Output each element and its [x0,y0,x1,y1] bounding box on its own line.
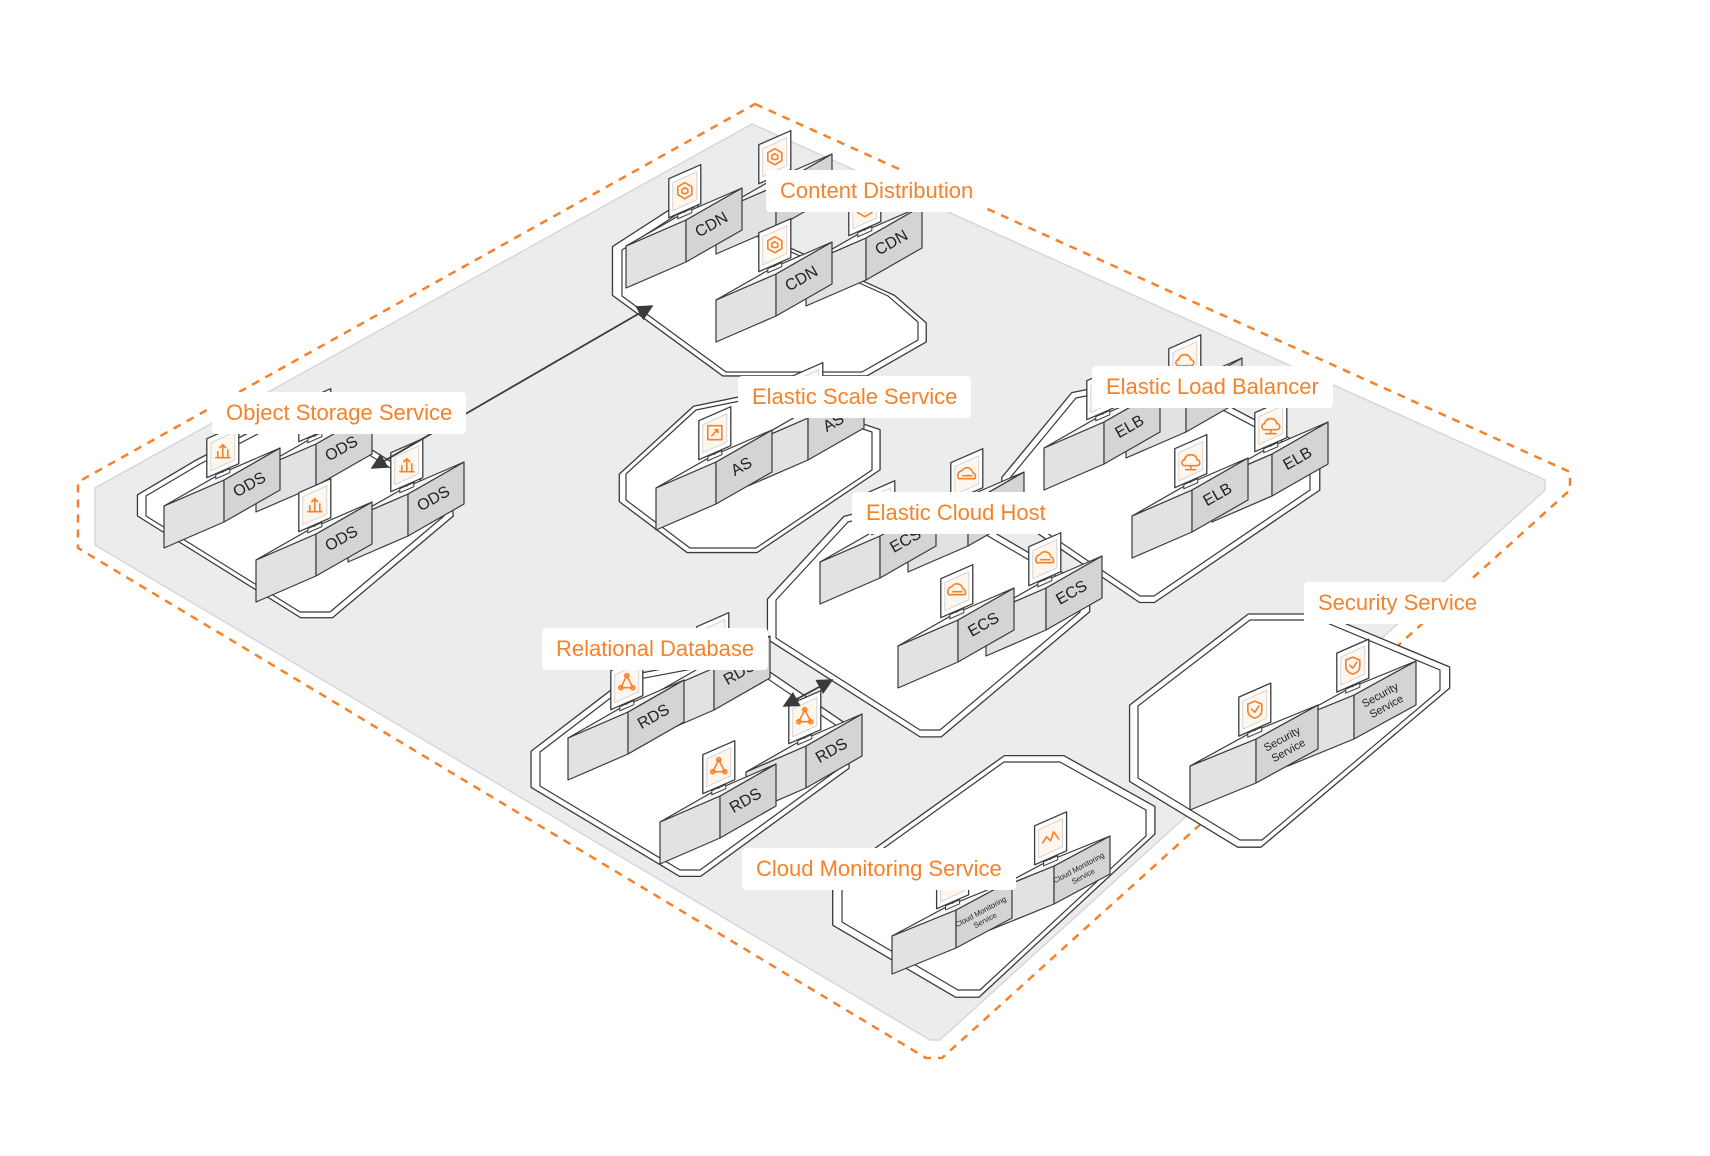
storage-chart-icon [215,443,231,459]
monitoring-graph-icon [1041,831,1060,844]
monitor-screen [298,478,332,534]
load-balancer-icon [1261,417,1281,435]
cdn-icon [767,235,783,254]
server-box[interactable]: ODS [163,424,281,549]
group-title-content-distribution: Content Distribution [766,170,988,212]
monitor-screen [1033,811,1068,867]
server-box[interactable]: CDN [715,218,833,343]
monitor-screen [940,564,974,620]
cdn-icon [677,181,693,200]
monitor-screen [1238,682,1272,738]
storage-chart-icon [307,497,323,513]
server-box[interactable]: ELB [1131,434,1249,559]
monitor-screen [702,740,736,796]
cloud-icon [956,467,977,480]
server-box[interactable]: CDN [625,164,743,289]
monitor-screen [758,218,792,274]
monitor-screen [1336,638,1370,694]
group-title-security-service: Security Service [1304,582,1491,624]
server-box[interactable]: ODS [255,478,373,603]
monitor-screen [698,406,732,462]
group-title-elastic-scale: Elastic Scale Service [738,376,972,418]
server-box[interactable]: AS [655,406,773,531]
cdn-icon [767,147,783,166]
monitor-screen [1254,398,1288,454]
monitor-screen [668,164,702,220]
shield-icon [1247,700,1263,719]
group-title-elastic-cloud-host: Elastic Cloud Host [852,492,1060,534]
server-box[interactable]: RDS [567,656,685,781]
database-network-icon [617,672,636,691]
group-title-elastic-load-balancer: Elastic Load Balancer [1092,366,1333,408]
group-title-object-storage: Object Storage Service [212,392,467,434]
monitor-screen [1028,532,1062,588]
server-box[interactable]: RDS [659,740,777,865]
group-title-relational-database: Relational Database [542,628,769,670]
database-network-icon [795,706,814,725]
cloud-icon [1034,551,1055,564]
cloud-icon [946,583,967,596]
server-box[interactable]: ECS [897,564,1015,689]
scale-arrows-icon [707,424,723,441]
group-title-cloud-monitoring: Cloud Monitoring Service [742,848,1016,890]
monitor-screen [206,424,240,480]
connection-arrow [782,679,834,707]
server-box[interactable]: ECS [985,532,1103,657]
database-network-icon [709,756,728,775]
connection-arrow [370,305,654,469]
shield-icon [1345,656,1361,675]
load-balancer-icon [1181,453,1201,471]
monitor-screen [1174,434,1208,490]
